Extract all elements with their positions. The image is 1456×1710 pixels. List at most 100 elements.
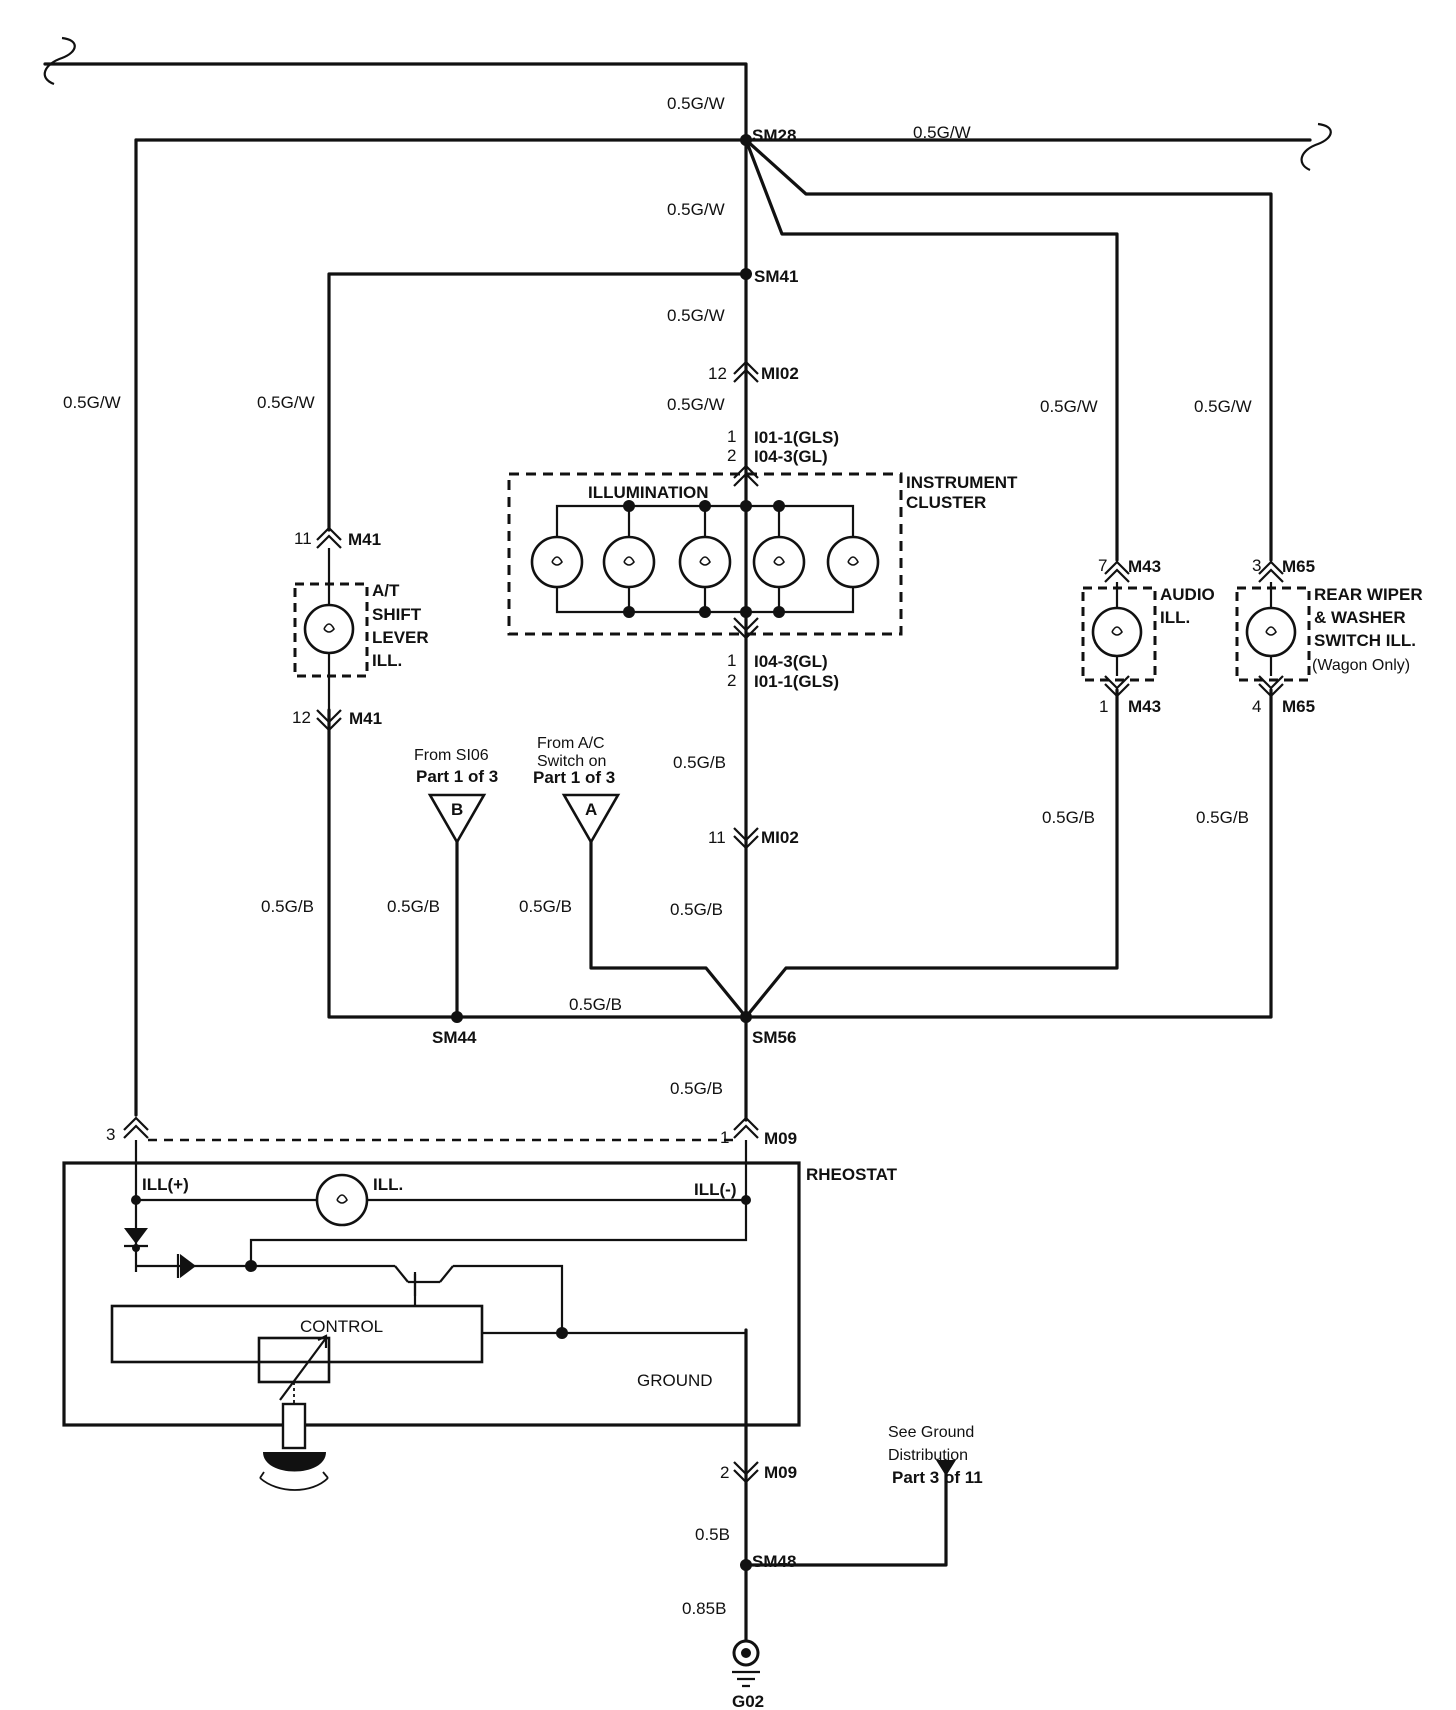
svg-text:12: 12 (708, 364, 727, 383)
bulb-icon (602, 535, 656, 589)
svg-text:3: 3 (1252, 556, 1261, 575)
audio-ill: AUDIO ILL. (1081, 582, 1215, 682)
bulb-icon (752, 535, 806, 589)
svg-text:M43: M43 (1128, 557, 1161, 576)
svg-text:0.5G/B: 0.5G/B (1196, 808, 1249, 827)
bulb-icon (678, 535, 732, 589)
rheostat: RHEOSTAT CONTROL (62, 1140, 898, 1491)
svg-text:0.5G/W: 0.5G/W (1040, 397, 1098, 416)
svg-text:See Ground: See Ground (888, 1424, 974, 1441)
cluster-title-1: INSTRUMENT (906, 473, 1018, 492)
svg-text:0.5G/B: 0.5G/B (387, 897, 440, 916)
svg-text:AUDIO: AUDIO (1160, 585, 1215, 604)
svg-text:0.5G/W: 0.5G/W (1194, 397, 1252, 416)
svg-text:3: 3 (106, 1125, 115, 1144)
svg-text:0.5G/B: 0.5G/B (670, 1079, 723, 1098)
ill-minus-label: ILL(-) (694, 1180, 736, 1199)
svg-text:I04-3(GL): I04-3(GL) (754, 447, 828, 466)
cluster-title-2: CLUSTER (906, 493, 986, 512)
svg-text:0.5G/W: 0.5G/W (667, 306, 725, 325)
svg-text:0.5G/B: 0.5G/B (673, 753, 726, 772)
svg-text:11: 11 (294, 529, 312, 548)
svg-text:LEVER: LEVER (372, 628, 429, 647)
bulb-icon (1091, 606, 1143, 658)
svg-text:M09: M09 (764, 1129, 797, 1148)
svg-text:From A/C: From A/C (537, 735, 605, 752)
wire-labels: 0.5G/W 0.5G/W 0.5G/W 0.5G/W 0.5G/W 0.5G/… (63, 94, 1252, 1618)
svg-text:M43: M43 (1128, 697, 1161, 716)
ref-from-si06: B From SI06 Part 1 of 3 (414, 747, 498, 845)
svg-text:SM28: SM28 (752, 126, 796, 145)
svg-text:MI02: MI02 (761, 364, 799, 383)
bulb-icon (530, 535, 584, 589)
transistor-icon (394, 1265, 454, 1296)
svg-text:A: A (585, 800, 597, 819)
control-label: CONTROL (300, 1317, 383, 1336)
svg-text:0.5G/B: 0.5G/B (569, 995, 622, 1014)
svg-text:1: 1 (1099, 697, 1108, 716)
svg-text:0.5G/B: 0.5G/B (261, 897, 314, 916)
ground-label: GROUND (637, 1371, 713, 1390)
ground-symbol-icon: G02 (732, 1639, 764, 1710)
at-shift-lever-ill: A/T SHIFT LEVER ILL. (293, 548, 429, 710)
bulb-icon (1245, 606, 1297, 658)
svg-text:A/T: A/T (372, 581, 400, 600)
svg-text:SM56: SM56 (752, 1028, 796, 1047)
instrument-cluster: ILLUMINATION INSTRUMENT CLUSTER (507, 472, 1018, 636)
diode-icon (176, 1254, 196, 1278)
svg-text:Part 1 of 3: Part 1 of 3 (416, 767, 498, 786)
bulb-icon (826, 535, 880, 589)
svg-text:2: 2 (727, 446, 736, 465)
bulb-icon (315, 1173, 369, 1227)
svg-text:M65: M65 (1282, 697, 1315, 716)
svg-text:2: 2 (727, 671, 736, 690)
svg-text:0.5G/B: 0.5G/B (1042, 808, 1095, 827)
rheostat-knob-icon[interactable] (259, 1382, 329, 1491)
svg-text:SM48: SM48 (752, 1552, 796, 1571)
svg-text:0.5G/W: 0.5G/W (667, 200, 725, 219)
bulb-icon (303, 603, 355, 655)
svg-text:I01-1(GLS): I01-1(GLS) (754, 428, 839, 447)
svg-text:1: 1 (727, 427, 736, 446)
wires (43, 36, 1332, 1642)
svg-text:REAR WIPER: REAR WIPER (1314, 585, 1423, 604)
svg-text:12: 12 (292, 708, 311, 727)
svg-text:Part 1 of 3: Part 1 of 3 (533, 768, 615, 787)
svg-text:SWITCH ILL.: SWITCH ILL. (1314, 631, 1416, 650)
connector-symbols (123, 360, 1284, 1484)
splice-labels: SM28 SM41 SM44 SM56 SM48 (432, 126, 798, 1571)
rear-wiper-switch-ill: REAR WIPER & WASHER SWITCH ILL. (Wagon O… (1235, 582, 1423, 682)
svg-text:M65: M65 (1282, 557, 1315, 576)
ill-plus-label: ILL(+) (142, 1175, 189, 1194)
svg-text:2: 2 (720, 1463, 729, 1482)
svg-text:0.5G/W: 0.5G/W (667, 94, 725, 113)
diode-icon (124, 1228, 148, 1248)
svg-text:(Wagon Only): (Wagon Only) (1312, 657, 1410, 674)
svg-text:0.5G/W: 0.5G/W (257, 393, 315, 412)
svg-text:0.5G/B: 0.5G/B (670, 900, 723, 919)
svg-text:0.85B: 0.85B (682, 1599, 726, 1618)
illumination-label: ILLUMINATION (588, 483, 709, 502)
svg-text:Switch on: Switch on (537, 753, 606, 770)
rheostat-title: RHEOSTAT (806, 1165, 898, 1184)
ref-from-ac-switch: A From A/C Switch on Part 1 of 3 (533, 735, 621, 845)
svg-text:ILL.: ILL. (372, 651, 402, 670)
svg-text:0.5G/W: 0.5G/W (913, 123, 971, 142)
svg-text:SM44: SM44 (432, 1028, 477, 1047)
svg-text:SM41: SM41 (754, 267, 798, 286)
svg-text:0.5G/B: 0.5G/B (519, 897, 572, 916)
svg-text:B: B (451, 800, 463, 819)
svg-text:SHIFT: SHIFT (372, 605, 422, 624)
svg-text:& WASHER: & WASHER (1314, 608, 1406, 627)
ill-label: ILL. (373, 1175, 403, 1194)
svg-text:11: 11 (708, 828, 726, 847)
splice-dots (451, 134, 752, 1571)
svg-text:1: 1 (727, 651, 736, 670)
svg-text:M41: M41 (349, 709, 382, 728)
svg-text:MI02: MI02 (761, 828, 799, 847)
svg-text:0.5G/W: 0.5G/W (63, 393, 121, 412)
svg-text:M09: M09 (764, 1463, 797, 1482)
cluster-bulbs (530, 535, 880, 589)
svg-text:I01-1(GLS): I01-1(GLS) (754, 672, 839, 691)
